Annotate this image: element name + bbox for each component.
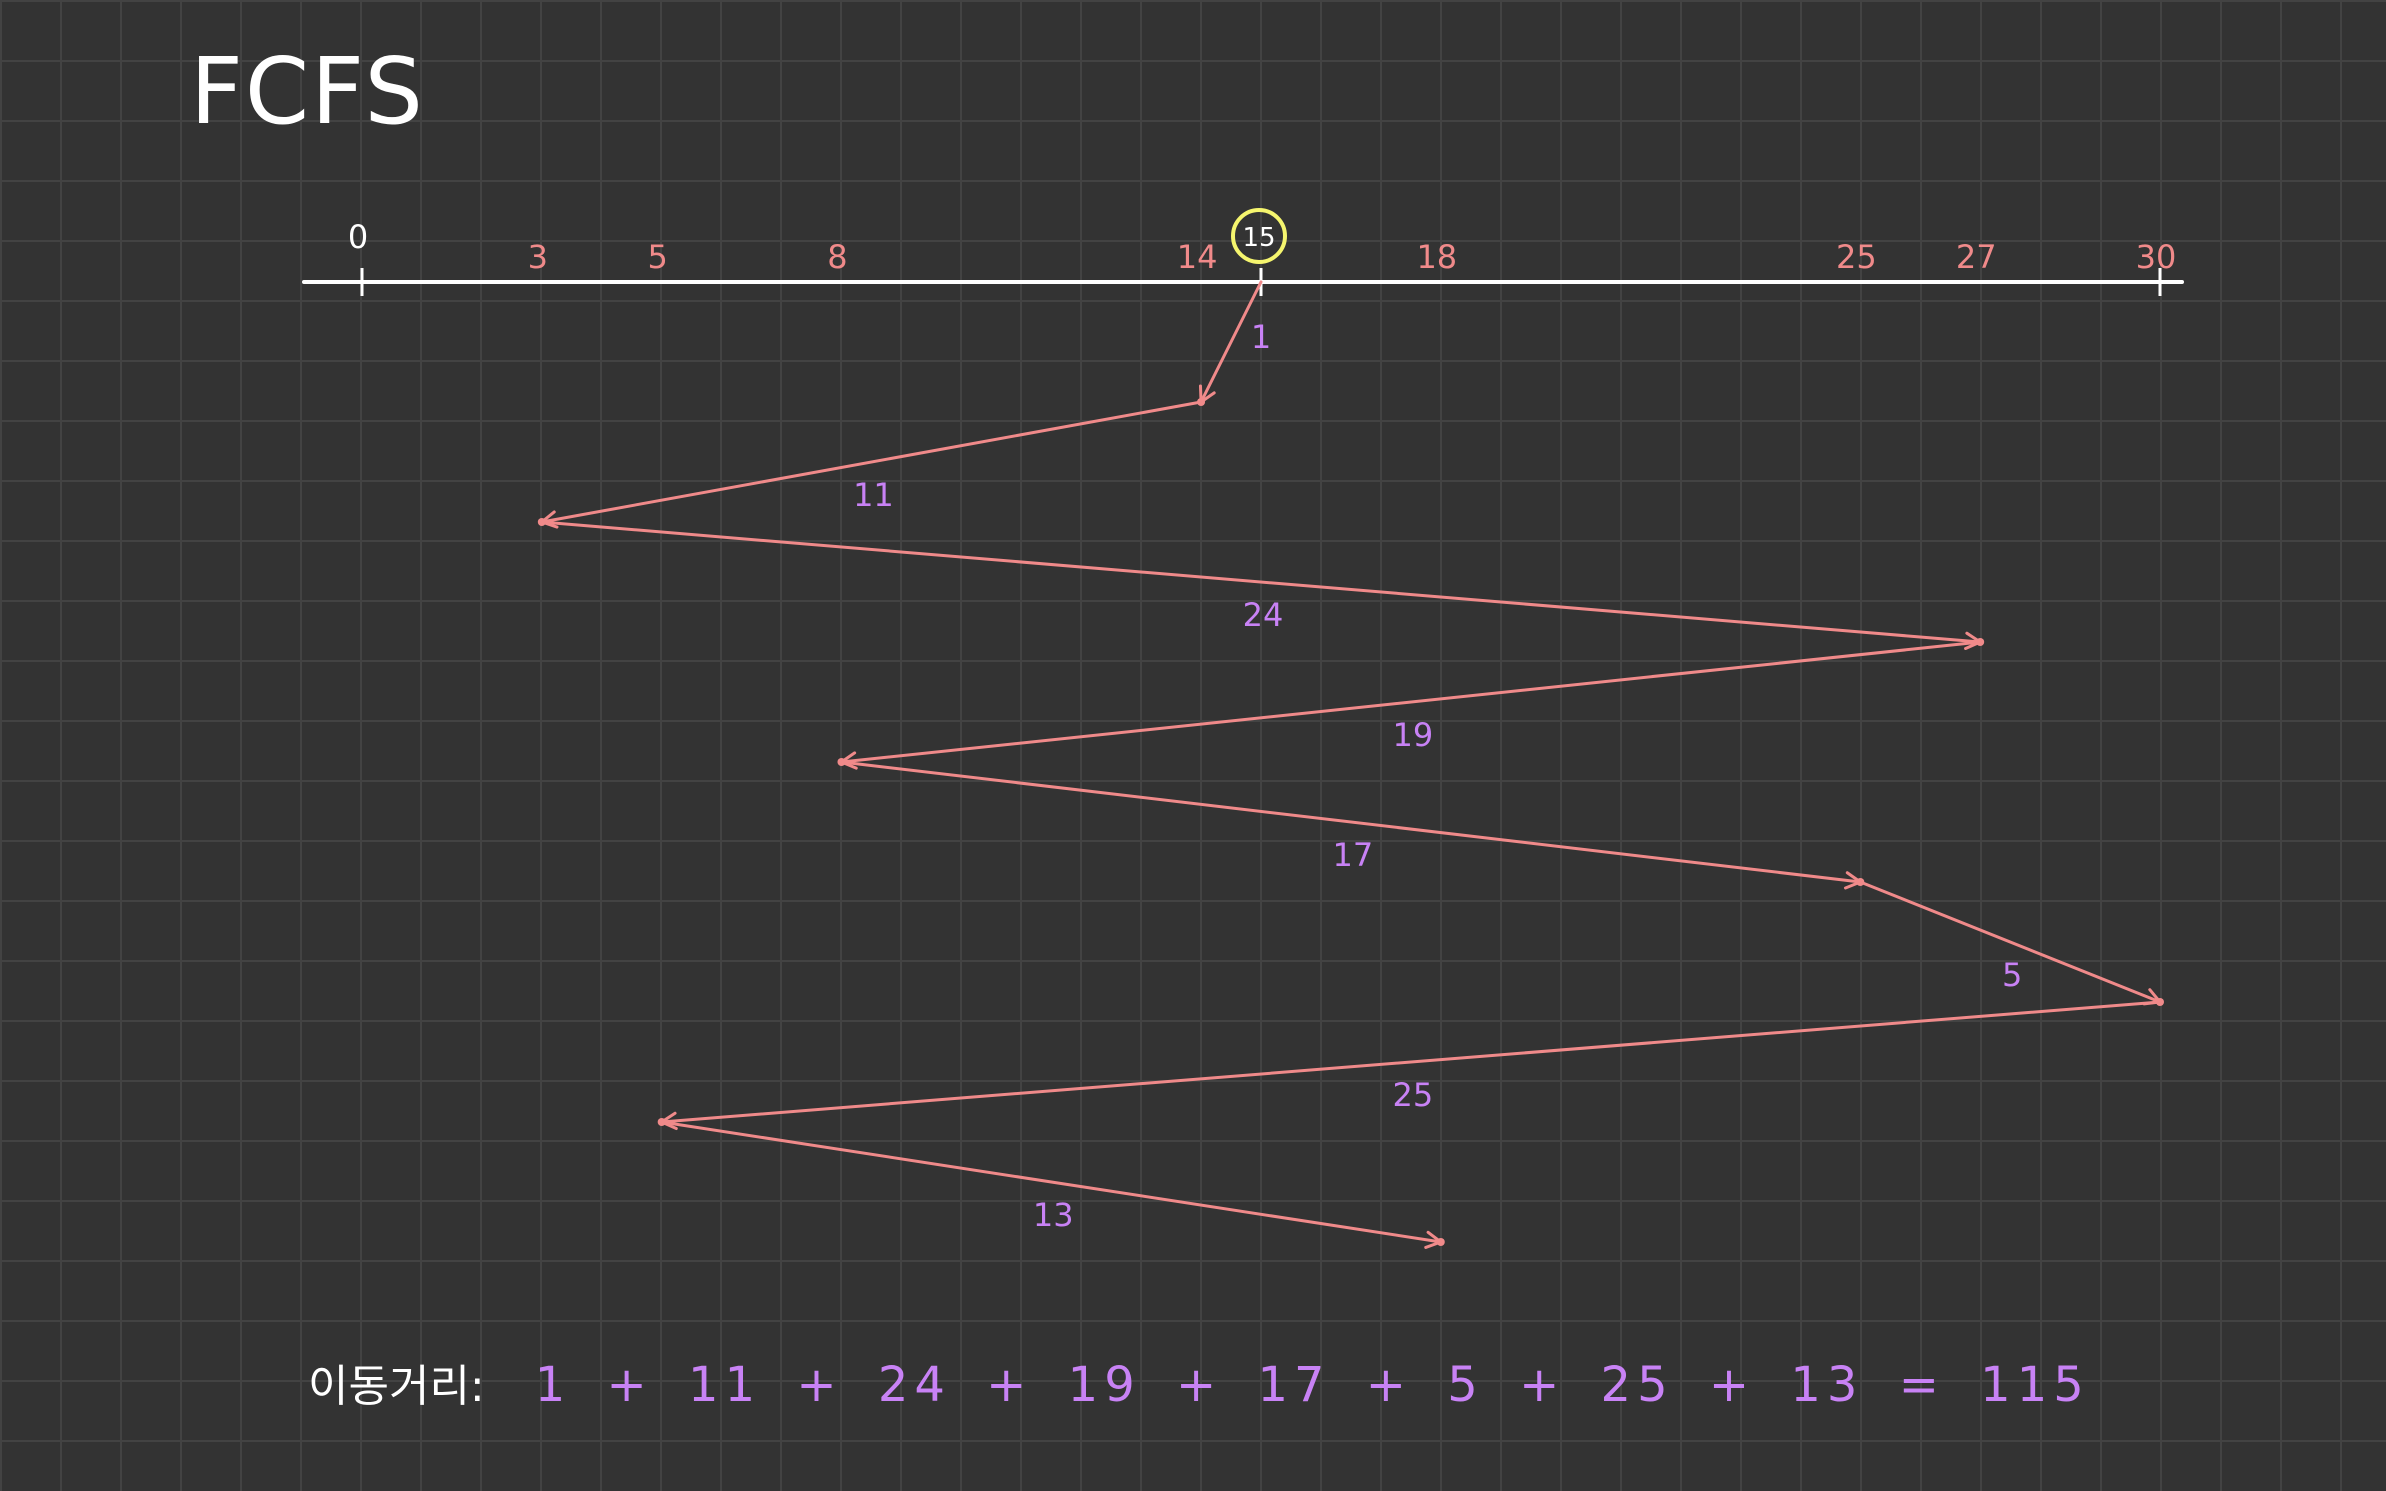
formula-expression: 1 + 11 + 24 + 19 + 17 + 5 + 25 + 13 = 11… bbox=[534, 1357, 2090, 1413]
axis-tick-label: 3 bbox=[528, 238, 548, 276]
distance-label: 13 bbox=[1033, 1196, 1074, 1234]
distance-label: 19 bbox=[1392, 716, 1433, 754]
movement-segment bbox=[540, 400, 1203, 524]
total-distance-formula: 이동거리: 1 + 11 + 24 + 19 + 17 + 5 + 25 + 1… bbox=[308, 1350, 2090, 1414]
distance-label: 1 bbox=[1251, 318, 1271, 356]
axis-tick-label: 14 bbox=[1177, 238, 1218, 276]
axis-tick-label: 25 bbox=[1836, 238, 1877, 276]
start-position-circle bbox=[1231, 208, 1287, 264]
movement-segment bbox=[839, 640, 1982, 764]
distance-label: 17 bbox=[1333, 836, 1374, 874]
movement-segment bbox=[1199, 280, 1263, 404]
axis-tick-label: 18 bbox=[1416, 238, 1457, 276]
cylinder-axis: 0 3 5 8 14 15 18 25 27 30 bbox=[302, 208, 2184, 296]
movement-segment bbox=[839, 760, 1862, 884]
diagram-title: FCFS bbox=[190, 38, 425, 145]
axis-tick-label: 27 bbox=[1956, 238, 1997, 276]
axis-tick-label: 5 bbox=[647, 238, 667, 276]
movement-segment bbox=[540, 520, 1982, 644]
axis-tick-label: 30 bbox=[2136, 238, 2177, 276]
distance-label: 25 bbox=[1392, 1076, 1433, 1114]
distance-label: 5 bbox=[2002, 956, 2022, 994]
arrowhead bbox=[1424, 1230, 1443, 1249]
axis-tick-label: 8 bbox=[827, 238, 847, 276]
formula-prefix: 이동거리: bbox=[308, 1361, 485, 1412]
axis-tick-label: 0 bbox=[348, 218, 368, 256]
axis-tick-label: 15 bbox=[1242, 223, 1275, 253]
movement-segment bbox=[660, 1000, 2162, 1124]
distance-label: 24 bbox=[1243, 596, 1284, 634]
distance-label: 11 bbox=[853, 476, 894, 514]
movement-segment bbox=[1858, 880, 2162, 1004]
head-movement-path bbox=[537, 280, 2164, 1249]
movement-segment bbox=[660, 1120, 1443, 1244]
